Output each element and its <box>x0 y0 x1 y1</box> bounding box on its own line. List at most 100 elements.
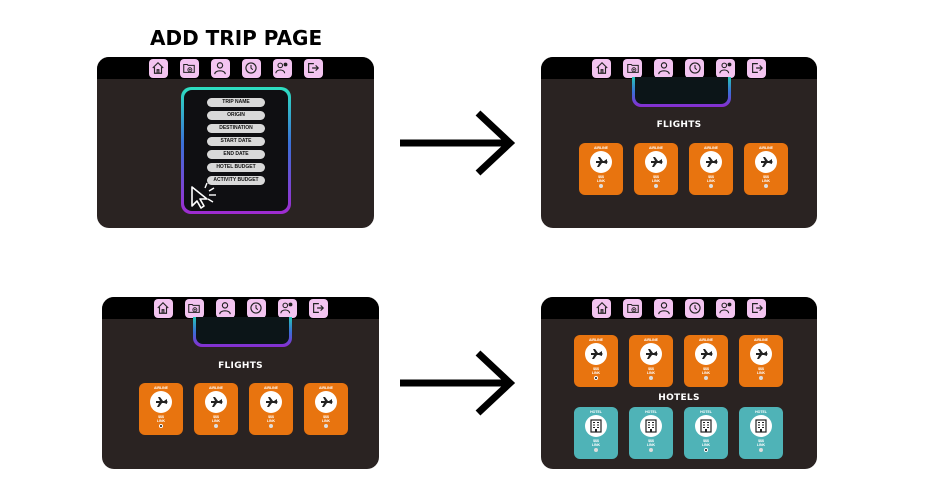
profile-nav-button[interactable] <box>210 58 230 78</box>
card-link[interactable]: LINK <box>266 419 276 423</box>
trip-name-field[interactable]: TRIP NAME <box>207 98 265 107</box>
header-tab <box>193 317 292 347</box>
card-link[interactable]: LINK <box>756 371 766 375</box>
select-radio[interactable] <box>214 424 218 428</box>
select-radio[interactable] <box>759 448 763 452</box>
flight-card[interactable]: AIRLINE$$$LINK <box>739 335 783 387</box>
card-price: $$$ <box>758 439 764 443</box>
profile-nav-button[interactable] <box>215 298 235 318</box>
home-nav-button[interactable] <box>148 58 168 78</box>
card-link[interactable]: LINK <box>211 419 221 423</box>
hotel-icon <box>640 415 662 437</box>
hotel-card[interactable]: HOTEL$$$LINK <box>684 407 728 459</box>
logout-nav-button[interactable] <box>308 298 328 318</box>
flight-card[interactable]: AIRLINE$$$LINK <box>194 383 238 435</box>
home-nav-button[interactable] <box>592 298 611 318</box>
origin-field[interactable]: ORIGIN <box>207 111 265 120</box>
home-icon <box>152 61 164 74</box>
card-link[interactable]: LINK <box>646 371 656 375</box>
activity-budget-field[interactable]: ACTIVITY BUDGET <box>207 176 265 185</box>
card-title: AIRLINE <box>699 338 713 342</box>
destination-field[interactable]: DESTINATION <box>207 124 265 133</box>
header-tab <box>632 77 731 107</box>
add-folder-nav-button[interactable] <box>184 298 204 318</box>
logout-nav-button[interactable] <box>303 58 323 78</box>
flight-card[interactable]: AIRLINE$$$LINK <box>744 143 788 195</box>
flight-card[interactable]: AIRLINE$$$LINK <box>629 335 673 387</box>
hotel-icon <box>750 415 772 437</box>
home-nav-button[interactable] <box>153 298 173 318</box>
airplane-icon <box>700 151 722 173</box>
airplane-icon <box>645 151 667 173</box>
card-link[interactable]: LINK <box>761 179 771 183</box>
hotel-budget-field[interactable]: HOTEL BUDGET <box>207 163 265 172</box>
card-link[interactable]: LINK <box>701 371 711 375</box>
settings-user-nav-button[interactable] <box>272 58 292 78</box>
add-folder-nav-button[interactable] <box>623 58 642 78</box>
flight-card[interactable]: AIRLINE$$$LINK <box>689 143 733 195</box>
start-date-field[interactable]: START DATE <box>207 137 265 146</box>
select-radio[interactable] <box>654 184 658 188</box>
card-price: $$$ <box>323 415 329 419</box>
card-link[interactable]: LINK <box>591 443 601 447</box>
card-title: HOTEL <box>590 410 602 414</box>
card-title: AIRLINE <box>154 386 168 390</box>
card-link[interactable]: LINK <box>156 419 166 423</box>
select-radio[interactable] <box>649 448 653 452</box>
add-folder-nav-button[interactable] <box>179 58 199 78</box>
settings-user-nav-button[interactable] <box>716 298 735 318</box>
select-radio[interactable] <box>704 376 708 380</box>
select-radio[interactable] <box>159 424 163 428</box>
card-link[interactable]: LINK <box>651 179 661 183</box>
select-radio[interactable] <box>649 376 653 380</box>
flight-card[interactable]: AIRLINE$$$LINK <box>579 143 623 195</box>
select-radio[interactable] <box>269 424 273 428</box>
card-link[interactable]: LINK <box>756 443 766 447</box>
logout-icon <box>751 303 763 313</box>
flight-card[interactable]: AIRLINE$$$LINK <box>249 383 293 435</box>
select-radio[interactable] <box>764 184 768 188</box>
flight-card[interactable]: AIRLINE$$$LINK <box>574 335 618 387</box>
select-radio[interactable] <box>759 376 763 380</box>
airplane-icon <box>640 343 662 365</box>
flight-card[interactable]: AIRLINE $$$LINK <box>304 383 348 435</box>
history-nav-button[interactable] <box>685 58 704 78</box>
card-title: AIRLINE <box>319 386 333 390</box>
flight-card[interactable]: AIRLINE$$$LINK <box>634 143 678 195</box>
add-folder-nav-button[interactable] <box>623 298 642 318</box>
select-radio[interactable] <box>324 424 328 428</box>
hotel-card[interactable]: HOTEL$$$LINK <box>574 407 618 459</box>
flights-label: FLIGHTS <box>656 120 702 130</box>
card-link[interactable]: LINK <box>701 443 711 447</box>
card-link[interactable]: LINK <box>646 443 656 447</box>
logout-nav-button[interactable] <box>747 58 766 78</box>
select-radio[interactable] <box>709 184 713 188</box>
select-radio[interactable] <box>599 184 603 188</box>
flight-card[interactable]: AIRLINE$$$LINK <box>139 383 183 435</box>
hotel-card[interactable]: HOTEL$$$LINK <box>629 407 673 459</box>
history-nav-button[interactable] <box>241 58 261 78</box>
settings-user-nav-button[interactable] <box>716 58 735 78</box>
profile-nav-button[interactable] <box>654 58 673 78</box>
logout-nav-button[interactable] <box>747 298 766 318</box>
airplane-icon <box>585 343 607 365</box>
select-radio[interactable] <box>704 448 708 452</box>
history-nav-button[interactable] <box>246 298 266 318</box>
hotel-card[interactable]: HOTEL $$$LINK <box>739 407 783 459</box>
home-nav-button[interactable] <box>592 58 611 78</box>
flight-card[interactable]: AIRLINE$$$LINK <box>684 335 728 387</box>
card-link[interactable]: LINK <box>706 179 716 183</box>
card-link[interactable]: LINK <box>596 179 606 183</box>
arrow-right-icon <box>400 110 516 176</box>
end-date-field[interactable]: END DATE <box>207 150 265 159</box>
select-radio[interactable] <box>594 376 598 380</box>
history-nav-button[interactable] <box>685 298 704 318</box>
profile-nav-button[interactable] <box>654 298 673 318</box>
card-title: HOTEL <box>755 410 767 414</box>
select-radio[interactable] <box>594 448 598 452</box>
card-link[interactable]: LINK <box>591 371 601 375</box>
card-link[interactable]: LINK <box>321 419 331 423</box>
flights-label: FLIGHTS <box>218 361 263 371</box>
settings-user-nav-button[interactable] <box>277 298 297 318</box>
profile-icon <box>657 302 670 315</box>
